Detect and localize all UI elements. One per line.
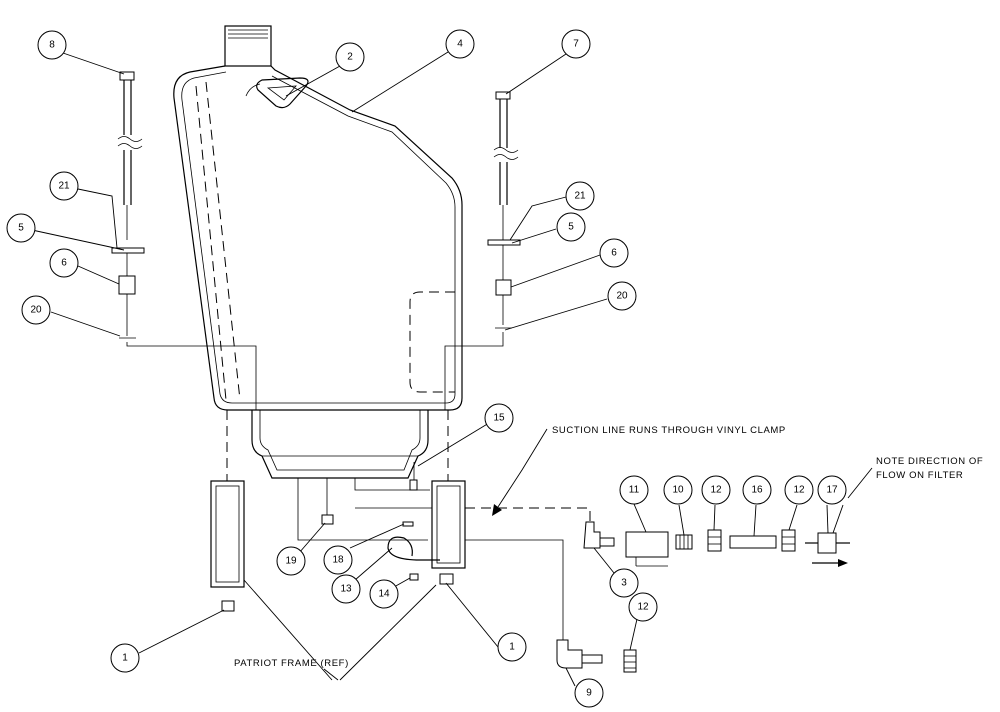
- bolt-head-left: [119, 71, 135, 81]
- hose-routing: [221, 462, 591, 640]
- reservoir-tank: [173, 25, 463, 479]
- elbow-fitting-3: [583, 521, 601, 549]
- bolt-head-right: [495, 91, 511, 100]
- callout-21-right: 21: [565, 181, 595, 211]
- svg-text:10: 10: [672, 485, 684, 496]
- hose-clamp-12c: [623, 649, 637, 673]
- svg-text:6: 6: [611, 248, 617, 259]
- svg-text:21: 21: [574, 191, 586, 202]
- callout-5-right: 5: [556, 212, 586, 242]
- callout-1-left: 1: [110, 643, 140, 673]
- frame-plug-right: [439, 573, 454, 585]
- svg-text:12: 12: [793, 485, 805, 496]
- hose-16: [729, 535, 777, 549]
- svg-text:1: 1: [509, 642, 515, 653]
- callout-14: 14: [369, 579, 399, 609]
- svg-text:13: 13: [340, 584, 352, 595]
- filter-note-line1: NOTE DIRECTION OF: [876, 456, 983, 467]
- svg-text:19: 19: [285, 556, 297, 567]
- callout-6-left: 6: [49, 248, 79, 278]
- callout-10: 10: [663, 475, 693, 505]
- svg-text:17: 17: [826, 485, 838, 496]
- callout-13: 13: [331, 574, 361, 604]
- tank-label-decal: [256, 77, 309, 109]
- svg-text:6: 6: [61, 258, 67, 269]
- svg-text:12: 12: [710, 485, 722, 496]
- svg-text:11: 11: [629, 485, 640, 496]
- callout-16: 16: [742, 475, 772, 505]
- callout-7: 7: [561, 29, 591, 59]
- callout-5-left: 5: [6, 213, 36, 243]
- fitting-15: [409, 479, 418, 491]
- callout-3: 3: [609, 568, 639, 598]
- svg-text:1: 1: [122, 653, 128, 664]
- svg-text:16: 16: [751, 485, 763, 496]
- callout-18: 18: [323, 545, 353, 575]
- fitting-14: [409, 573, 419, 581]
- right-bolt-assembly: [444, 91, 521, 410]
- inline-filter-17: [817, 532, 837, 554]
- svg-text:8: 8: [49, 40, 55, 51]
- spacer-left: [118, 275, 136, 295]
- patriot-frame: [210, 410, 466, 588]
- callout-9: 9: [574, 678, 604, 708]
- hose-loop-13: [387, 536, 440, 561]
- callout-11: 11: [619, 475, 649, 505]
- callout-8: 8: [37, 30, 67, 60]
- svg-text:5: 5: [18, 223, 24, 234]
- callout-12-c: 12: [628, 592, 658, 622]
- callout-4: 4: [445, 29, 475, 59]
- elbow-fitting-9: [556, 639, 583, 669]
- leader-lines: [31, 51, 844, 687]
- svg-text:15: 15: [493, 413, 505, 424]
- svg-text:5: 5: [568, 222, 574, 233]
- elbow-fitting-19: [321, 514, 334, 525]
- svg-text:21: 21: [58, 181, 70, 192]
- hose-clamp-12a: [707, 529, 722, 552]
- patriot-frame-label: PATRIOT FRAME (REF): [234, 658, 349, 669]
- washer-left: [111, 247, 145, 254]
- clamp-18: [402, 521, 414, 527]
- suction-line-note: SUCTION LINE RUNS THROUGH VINYL CLAMP: [552, 425, 786, 436]
- filter-assembly: [556, 521, 850, 673]
- callout-20-left: 20: [21, 295, 51, 325]
- callout-6-right: 6: [599, 238, 629, 268]
- callout-20-right: 20: [607, 281, 637, 311]
- svg-text:2: 2: [347, 52, 353, 63]
- callout-2: 2: [335, 42, 365, 72]
- spacer-right: [495, 279, 512, 296]
- vinyl-clamp-block-11: [625, 531, 669, 558]
- diagram-notes: SUCTION LINE RUNS THROUGH VINYL CLAMP NO…: [234, 425, 983, 681]
- callout-17: 17: [817, 475, 847, 505]
- hose-clamp-12b: [781, 529, 796, 552]
- callout-bubbles: 8 2 4 7 21 5 6 20 21 5 6 20 15 11 10 12 …: [6, 29, 847, 708]
- callout-19: 19: [276, 546, 306, 576]
- frame-plug-left: [221, 600, 235, 612]
- svg-text:12: 12: [637, 602, 649, 613]
- washer-right: [487, 239, 521, 246]
- svg-text:20: 20: [30, 305, 42, 316]
- svg-text:9: 9: [586, 688, 592, 699]
- callout-15: 15: [484, 403, 514, 433]
- left-bolt-assembly: [111, 71, 257, 410]
- svg-text:4: 4: [457, 39, 463, 50]
- svg-text:18: 18: [332, 555, 344, 566]
- filter-note-line2: FLOW ON FILTER: [876, 470, 963, 481]
- svg-text:7: 7: [573, 39, 579, 50]
- callout-12-b: 12: [784, 475, 814, 505]
- callout-12-a: 12: [701, 475, 731, 505]
- callout-21-left: 21: [49, 171, 79, 201]
- tank-fill-neck: [224, 25, 272, 67]
- svg-text:20: 20: [616, 291, 628, 302]
- callout-1-right: 1: [497, 632, 527, 662]
- svg-text:3: 3: [621, 578, 627, 589]
- svg-text:14: 14: [378, 589, 390, 600]
